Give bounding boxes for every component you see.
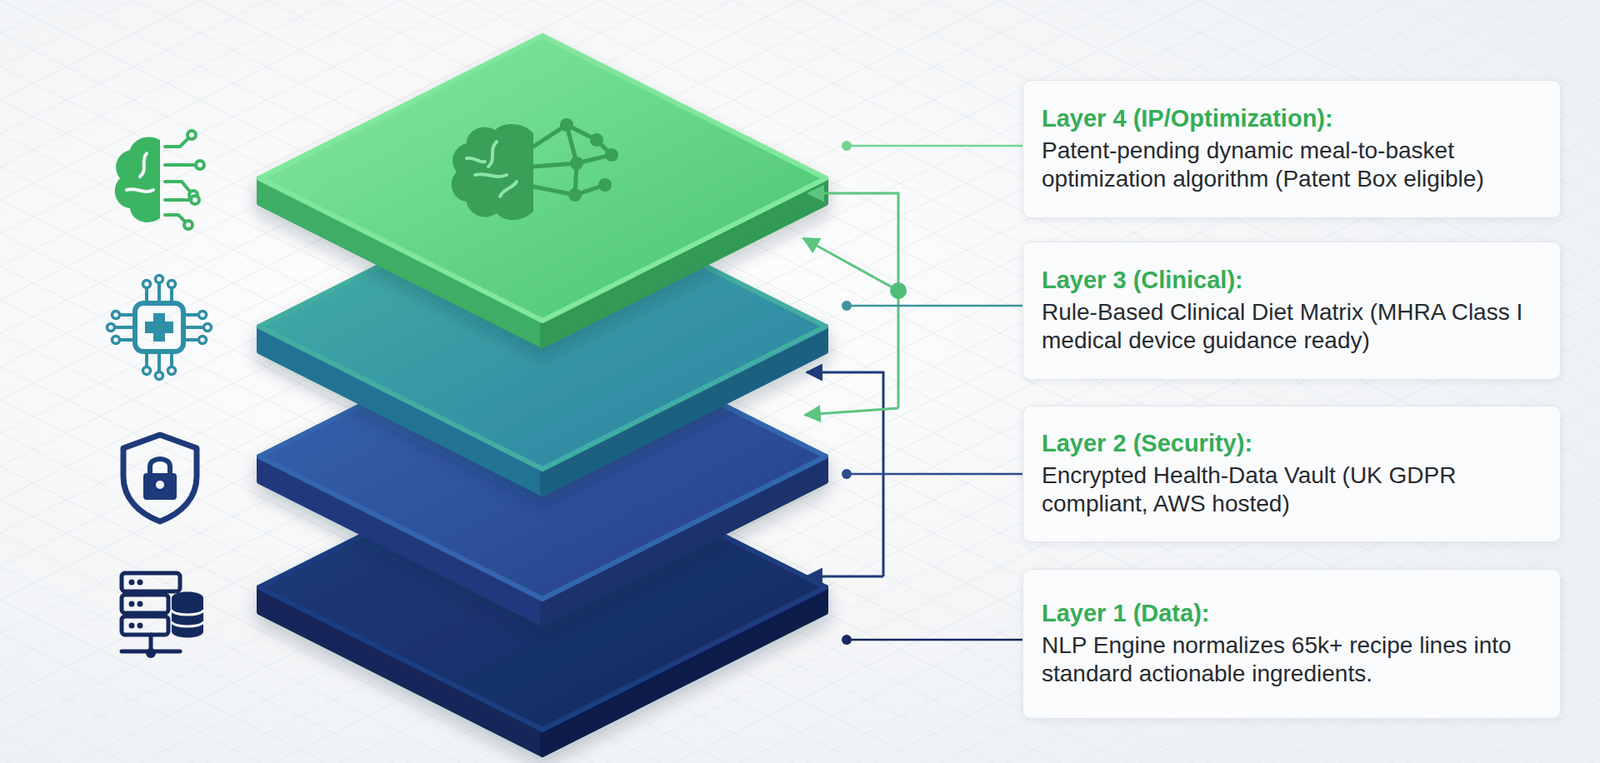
leader-dot — [841, 140, 852, 151]
lock-shackle — [150, 459, 170, 475]
flow-arrow — [808, 193, 899, 409]
network-hub — [145, 648, 156, 659]
circuit-trace — [165, 138, 195, 222]
leader-line — [846, 639, 1023, 642]
leader-dot — [841, 635, 852, 645]
flow-arrow — [803, 238, 899, 291]
layer-heading: Layer 2 (Security): — [1041, 429, 1542, 459]
layer-flow-arrow — [803, 193, 907, 577]
layer-description: Rule-Based Clinical Diet Matrix (MHRA Cl… — [1041, 298, 1542, 355]
chip-pin — [115, 283, 204, 372]
server-unit — [121, 573, 180, 592]
chip-body — [135, 303, 184, 352]
callout-box: Layer 4 (IP/Optimization):Patent-pending… — [1022, 80, 1561, 219]
database-ring — [171, 610, 204, 627]
lock-keyhole — [155, 480, 165, 490]
callout-box: Layer 3 (Clinical):Rule-Based Clinical D… — [1022, 241, 1561, 380]
brain-emblem — [451, 118, 619, 220]
layer-heading: Layer 4 (IP/Optimization): — [1041, 104, 1542, 134]
network-node — [560, 118, 619, 202]
database-cylinder — [171, 592, 204, 639]
layer-description: Patent-pending dynamic meal-to-basket op… — [1041, 136, 1542, 194]
chip-pad — [107, 275, 212, 380]
leader-line — [846, 473, 1023, 476]
brain-fold — [466, 141, 517, 197]
server-database-icon — [121, 573, 204, 659]
leader-dot — [841, 469, 852, 480]
brain-fold — [126, 153, 154, 192]
leader-dot — [841, 300, 852, 311]
flow-junction — [890, 282, 907, 300]
callout-box: Layer 1 (Data):NLP Engine normalizes 65k… — [1022, 569, 1561, 720]
medical-cross — [145, 313, 174, 342]
leader-line — [846, 305, 1023, 308]
layer-heading: Layer 1 (Data): — [1041, 599, 1542, 629]
flow-arrow — [805, 408, 899, 415]
flow-arrow — [806, 575, 884, 579]
server-light — [129, 580, 144, 630]
brain-icon — [115, 130, 205, 230]
server-unit — [121, 616, 169, 635]
shield-lock-icon — [123, 435, 197, 522]
callout-box: Layer 2 (Security):Encrypted Health-Data… — [1022, 405, 1561, 543]
layer-description: NLP Engine normalizes 65k+ recipe lines … — [1041, 631, 1542, 689]
brain-lobe — [451, 124, 534, 220]
shield — [123, 435, 197, 522]
lock-body — [143, 473, 177, 500]
slab-top — [259, 35, 826, 321]
brain-lobe — [115, 136, 160, 222]
layer-description: Encrypted Health-Data Vault (UK GDPR com… — [1041, 461, 1542, 519]
network-link — [533, 125, 612, 195]
layer-slab — [259, 35, 826, 346]
layer-heading: Layer 3 (Clinical): — [1041, 265, 1542, 295]
leader-line — [846, 145, 1023, 148]
medical-chip-icon — [107, 275, 212, 380]
leader-lines — [841, 140, 1023, 645]
circuit-pad — [184, 130, 205, 230]
server-unit — [121, 595, 169, 614]
